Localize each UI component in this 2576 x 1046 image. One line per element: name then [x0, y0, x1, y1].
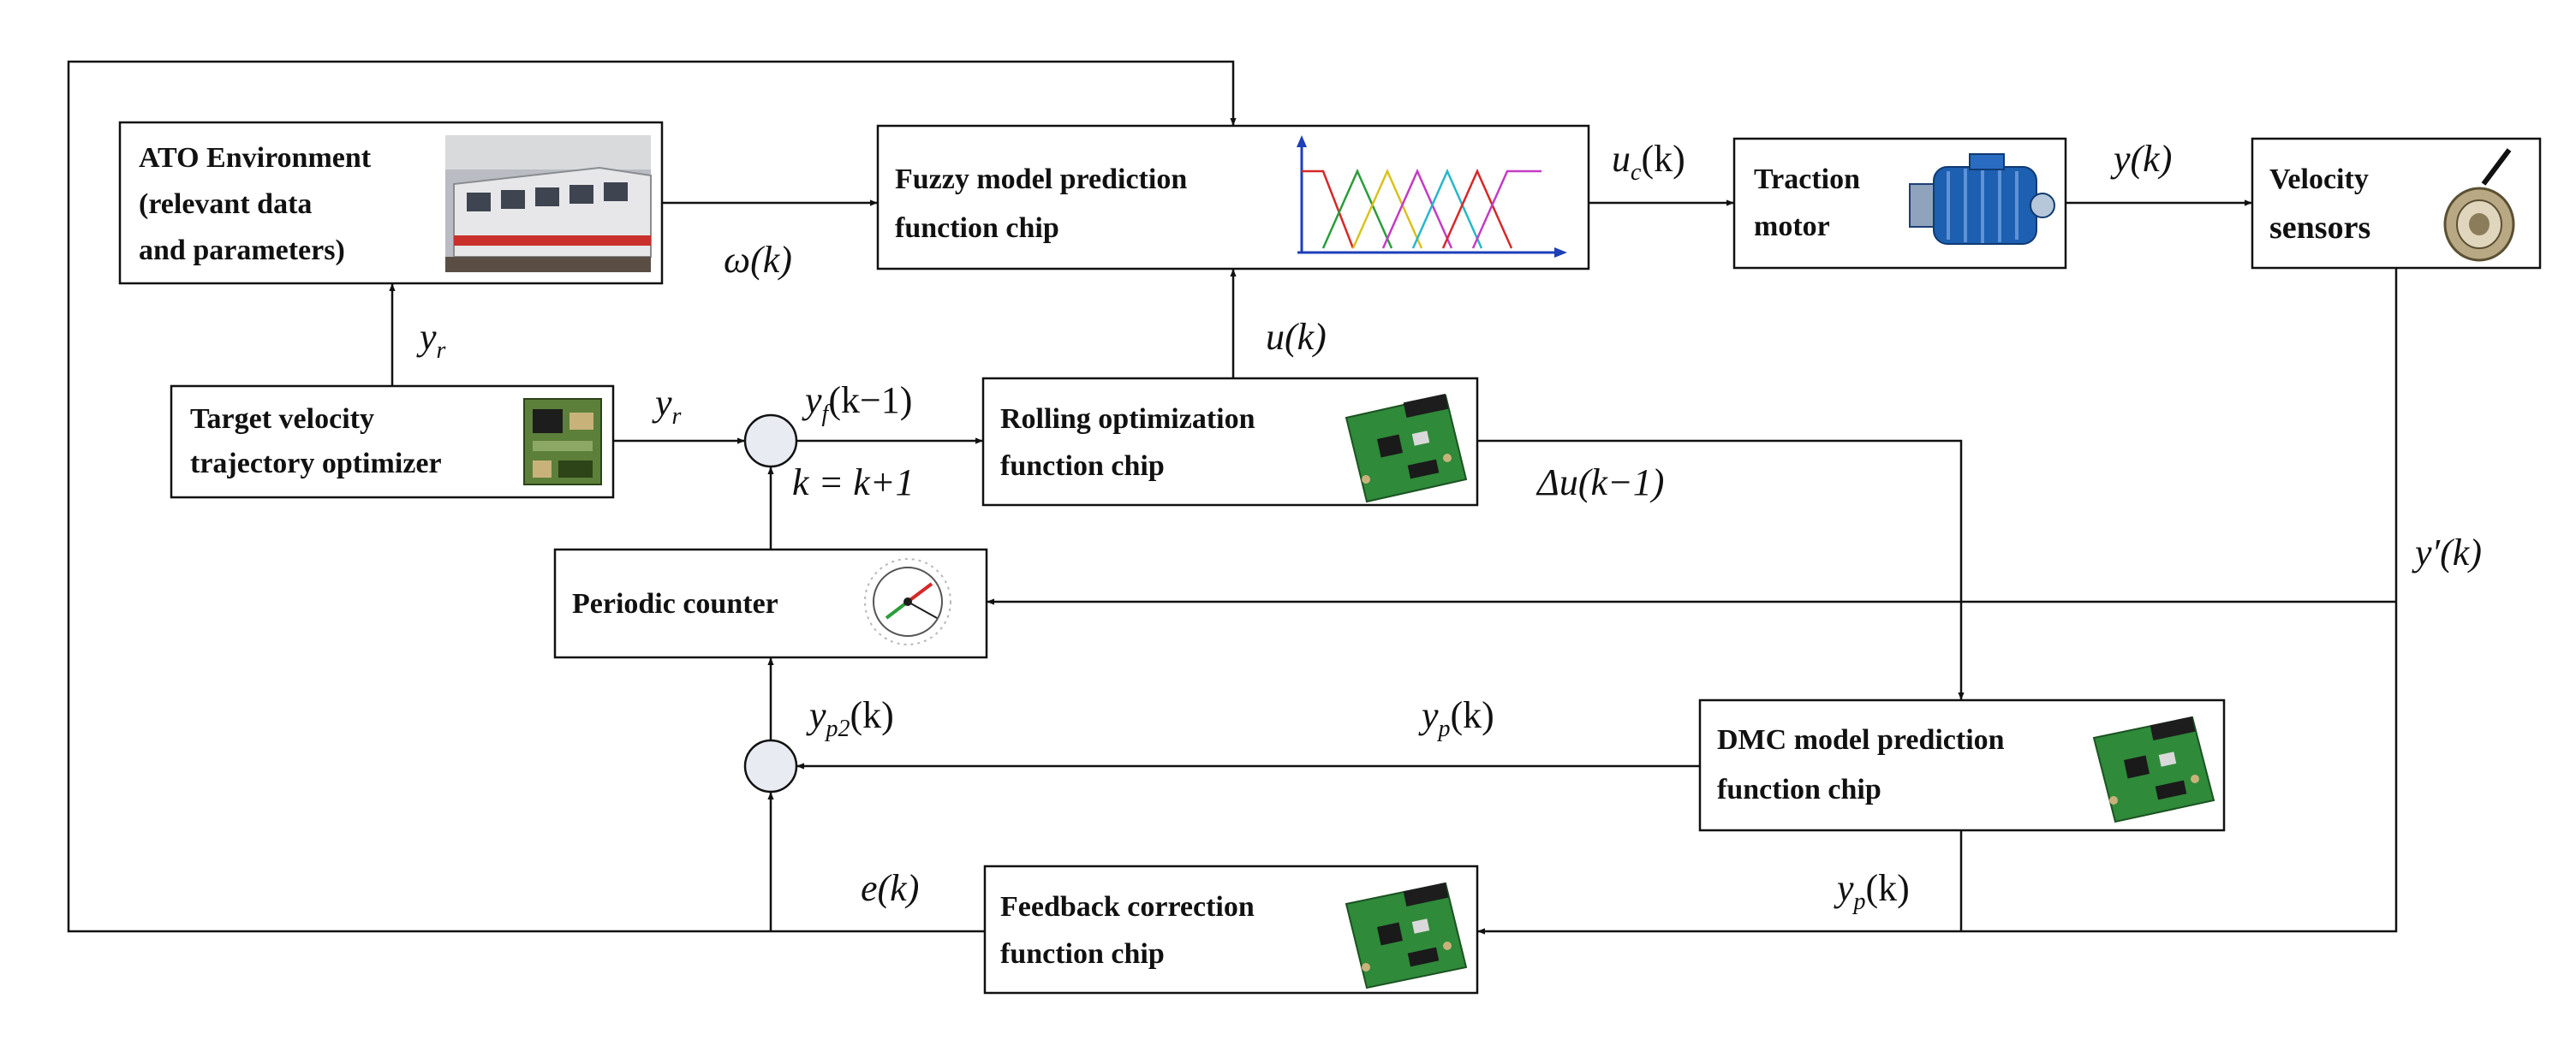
optimizer-line-1: Target velocity: [190, 403, 374, 435]
velocity-sensors-block: Velocity sensors: [2251, 137, 2542, 270]
label-yp-vertical: yp(k): [1834, 867, 1910, 915]
fuzzy-chip-block: Fuzzy model prediction function chip: [876, 124, 1590, 270]
label-u-k: u(k): [1266, 316, 1327, 358]
label-yprime: y′(k): [2412, 532, 2482, 574]
rolling-line-2: function chip: [1000, 450, 1165, 482]
dmc-line-2: function chip: [1717, 774, 1881, 805]
summing-junction-2: [743, 739, 798, 793]
rolling-to-dmc-wire: [1477, 439, 1965, 700]
motor-line-1: Traction: [1754, 163, 1860, 195]
label-yf: yf(k−1): [802, 379, 912, 427]
ato-line-3: and parameters): [139, 235, 345, 266]
optimizer-line-2: trajectory optimizer: [190, 448, 442, 479]
dmc-chip-block: DMC model prediction function chip: [1698, 698, 2226, 832]
circuit-board-icon: [523, 398, 602, 485]
target-optimizer-block: Target velocity trajectory optimizer: [170, 384, 615, 499]
label-yp2: yp2(k): [806, 694, 894, 742]
rolling-line-1: Rolling optimization: [1000, 403, 1255, 435]
counter-label: Periodic counter: [572, 588, 778, 620]
train-photo-icon: [445, 135, 652, 272]
periodic-counter-block: Periodic counter: [553, 548, 988, 659]
fuzzy-line-2: function chip: [895, 212, 1059, 244]
traction-motor-block: Traction motor: [1732, 137, 2067, 270]
counter-clock-icon: [864, 558, 951, 645]
fuzzy-membership-plot-icon: [1297, 135, 1567, 258]
velocity-sensor-icon: [2443, 148, 2515, 262]
label-delta-u: Δu(k−1): [1535, 461, 1664, 503]
label-omega-k: ω(k): [724, 239, 792, 281]
dmc-line-1: DMC model prediction: [1717, 724, 2005, 756]
connections: [67, 60, 2398, 935]
circuit-board-icon: [1345, 393, 1468, 503]
sensors-line-2: sensors: [2269, 210, 2370, 246]
traction-motor-icon: [1909, 153, 2055, 245]
sensors-line-1: Velocity: [2269, 163, 2369, 195]
label-yr-vertical: yr: [416, 316, 446, 364]
summing-junction-1: [743, 413, 798, 468]
ato-environment-block: ATO Environment (relevant data and param…: [118, 121, 664, 285]
outer-loop-wire: [67, 60, 1237, 933]
circuit-board-icon: [2092, 716, 2215, 823]
sensors-to-feedback-wire: [1477, 268, 2398, 935]
label-e-k: e(k): [861, 867, 919, 909]
label-y-k: y(k): [2110, 138, 2172, 180]
circuit-board-icon: [1345, 882, 1468, 990]
fuzzy-line-1: Fuzzy model prediction: [895, 163, 1187, 195]
signal-labels: ω(k) uc(k) y(k) u(k) yr yr yf(k−1) k = k…: [416, 138, 2482, 915]
ato-line-1: ATO Environment: [139, 142, 372, 174]
feedback-chip-block: Feedback correction function chip: [983, 865, 1479, 995]
ato-line-2: (relevant data: [139, 188, 312, 220]
rolling-chip-block: Rolling optimization function chip: [981, 377, 1479, 507]
label-yr-horizontal: yr: [652, 382, 682, 430]
feedback-line-2: function chip: [1000, 938, 1165, 970]
feedback-line-1: Feedback correction: [1000, 891, 1255, 923]
motor-line-2: motor: [1754, 211, 1830, 242]
label-k-update: k = k+1: [792, 461, 914, 503]
label-uc-k: uc(k): [1612, 138, 1685, 186]
label-yp-horizontal: yp(k): [1418, 694, 1494, 742]
